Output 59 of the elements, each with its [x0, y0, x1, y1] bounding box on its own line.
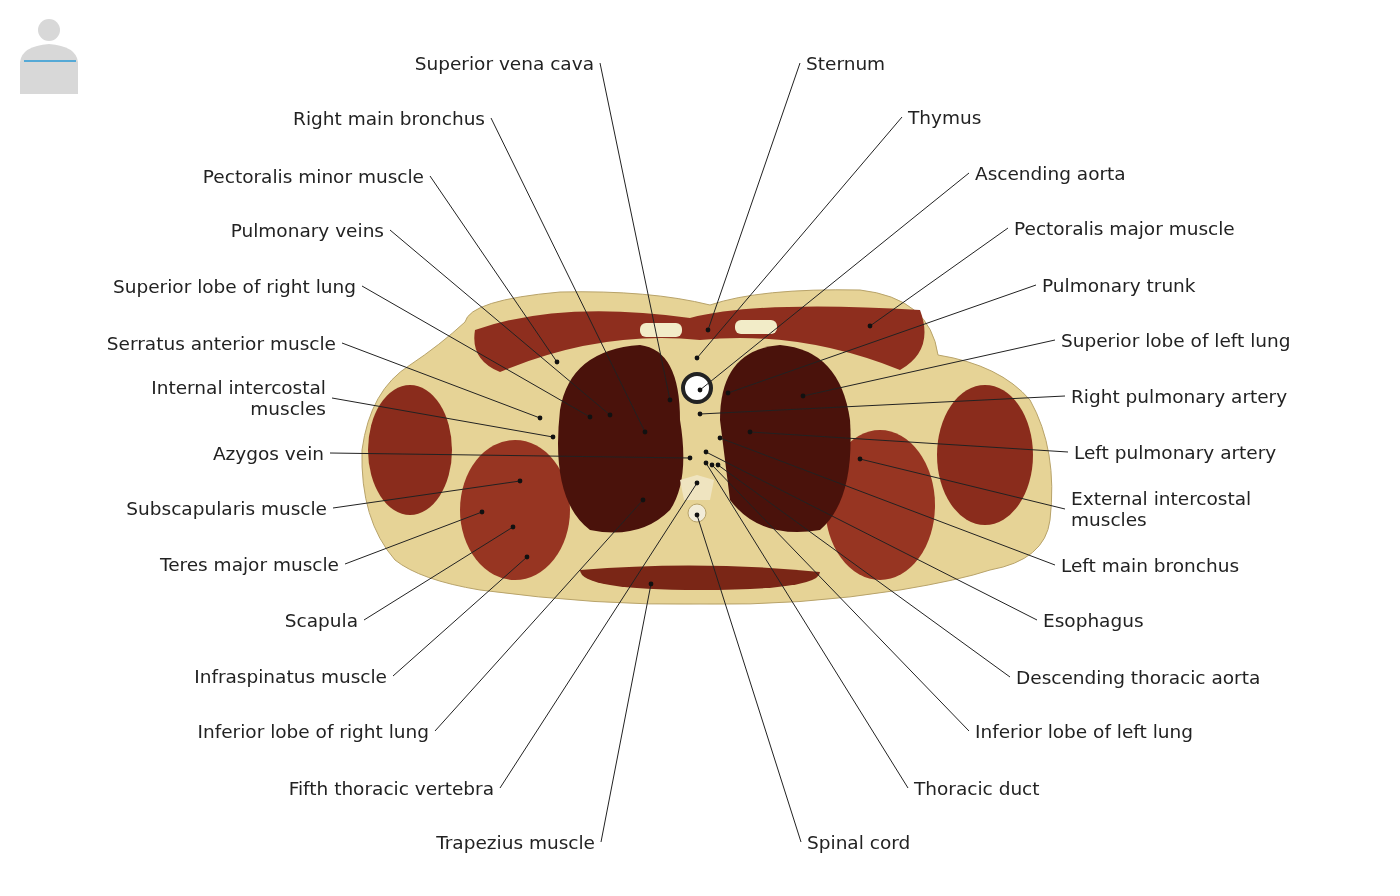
structure-label: Ascending aorta	[975, 162, 1126, 184]
structure-label: Fifth thoracic vertebra	[288, 777, 494, 799]
leader-line	[725, 284, 1037, 396]
structure-label: Sternum	[806, 52, 886, 74]
leader-line	[363, 524, 516, 621]
structure-label: Right pulmonary artery	[1071, 385, 1288, 407]
structure-label: Teres major muscle	[159, 553, 339, 575]
structure-label: Pectoralis major muscle	[1014, 217, 1235, 239]
structure-label: External intercostal muscles	[1071, 488, 1311, 530]
structure-label: Left pulmonary artery	[1074, 441, 1277, 463]
leader-line	[344, 509, 485, 565]
structure-label: Right main bronchus	[293, 107, 485, 129]
leader-line	[490, 117, 648, 435]
leader-line	[715, 462, 1011, 678]
leader-line	[434, 497, 646, 732]
structure-label: Left main bronchus	[1061, 554, 1240, 576]
structure-label: Descending thoracic aorta	[1016, 666, 1261, 688]
leader-line	[332, 478, 523, 509]
structure-label: Spinal cord	[807, 831, 911, 853]
leader-line	[341, 342, 543, 421]
leader-line	[694, 116, 903, 361]
leader-line	[697, 172, 970, 393]
leader-line	[867, 227, 1009, 329]
structure-label: Superior lobe of left lung	[1061, 329, 1291, 351]
leader-line	[499, 480, 700, 789]
leader-line	[599, 62, 673, 403]
structure-label: Infraspinatus muscle	[194, 665, 387, 687]
structure-label: Pulmonary veins	[230, 219, 384, 241]
leader-line	[600, 581, 654, 843]
structure-label: Internal intercostal muscles	[86, 377, 326, 419]
structure-label: Scapula	[284, 609, 358, 631]
leader-line	[709, 462, 970, 732]
leader-line	[329, 452, 693, 461]
structure-label: Superior vena cava	[414, 52, 594, 74]
leader-line	[331, 397, 556, 440]
leader-line	[694, 512, 802, 843]
leader-line	[429, 175, 560, 365]
leader-line	[705, 62, 801, 333]
structure-label: Thymus	[908, 106, 982, 128]
structure-label: Pectoralis minor muscle	[202, 165, 424, 187]
structure-label: Esophagus	[1043, 609, 1144, 631]
structure-label: Subscapularis muscle	[126, 497, 327, 519]
structure-label: Thoracic duct	[914, 777, 1040, 799]
leader-line	[697, 395, 1066, 417]
leader-line	[800, 339, 1056, 399]
leader-line	[747, 429, 1069, 453]
structure-label: Azygos vein	[212, 442, 324, 464]
structure-label: Trapezius muscle	[436, 831, 595, 853]
structure-label: Superior lobe of right lung	[113, 275, 356, 297]
leader-line	[703, 449, 1038, 621]
leader-line	[392, 554, 530, 677]
leader-line	[389, 229, 613, 418]
structure-label: Inferior lobe of right lung	[197, 720, 429, 742]
leader-line	[703, 460, 909, 789]
leader-line	[717, 435, 1056, 566]
structure-label: Inferior lobe of left lung	[975, 720, 1193, 742]
leader-line	[361, 285, 593, 420]
structure-label: Serratus anterior muscle	[106, 332, 336, 354]
structure-label: Pulmonary trunk	[1042, 274, 1196, 296]
